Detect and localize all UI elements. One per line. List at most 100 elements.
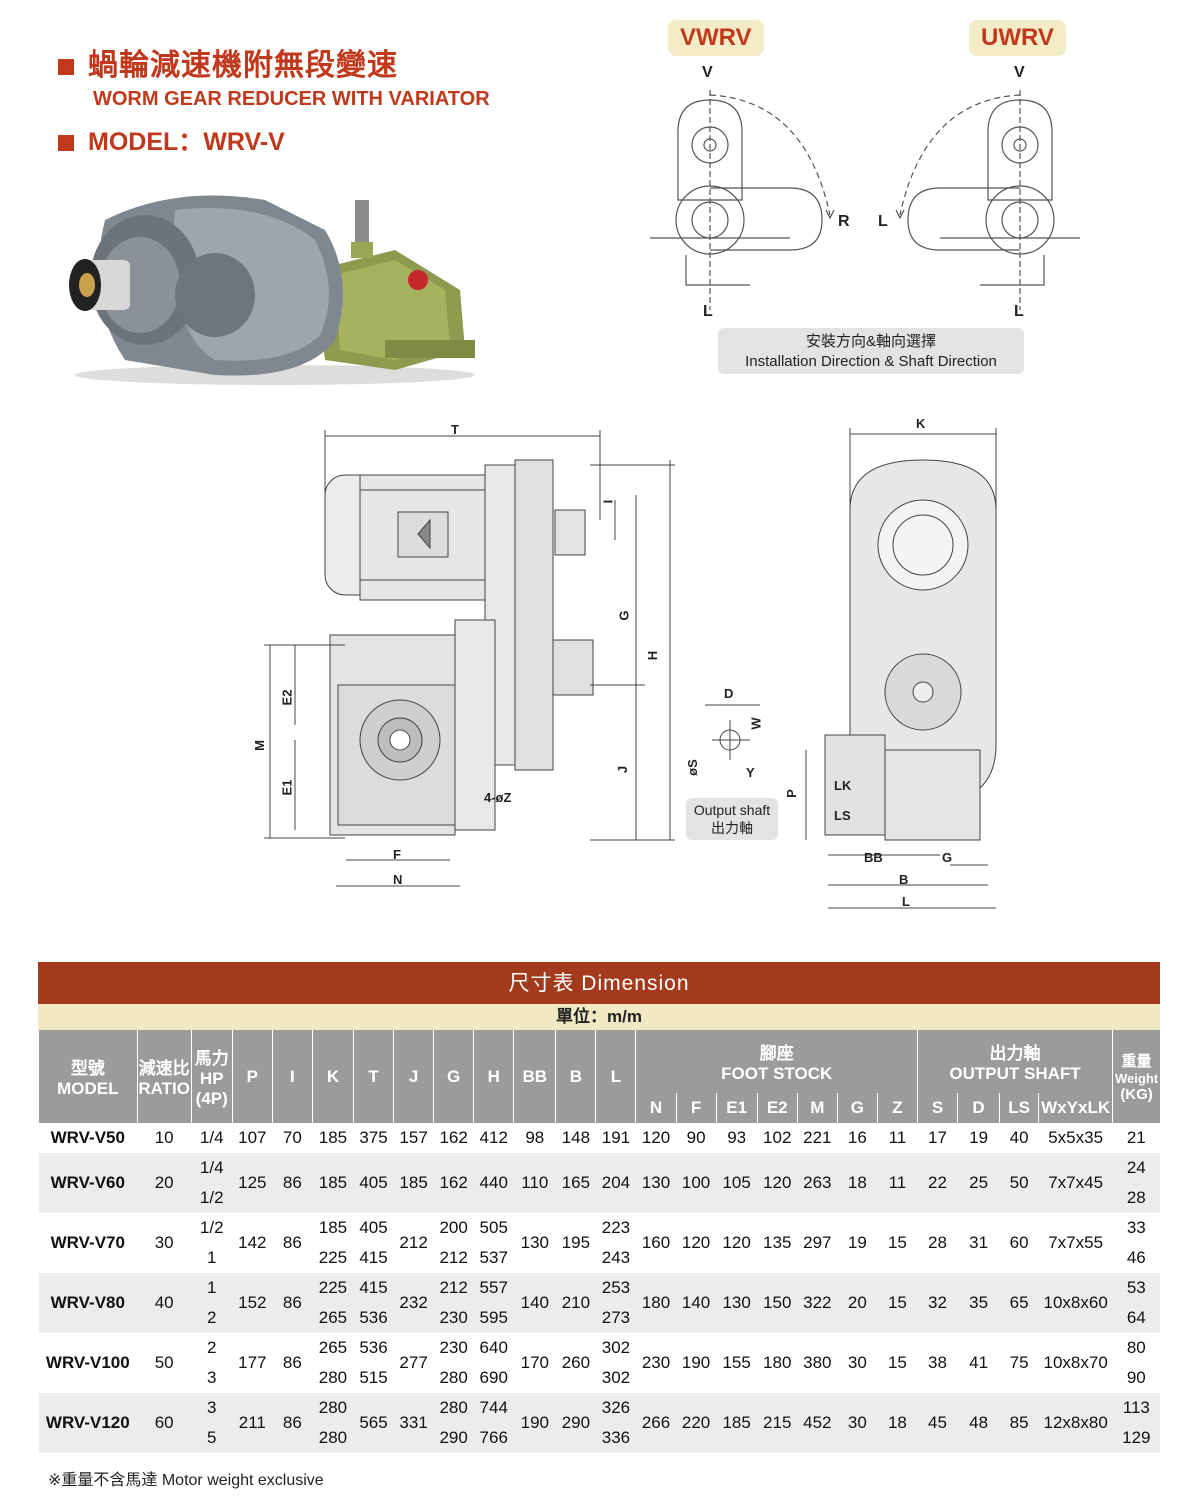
header-shaft-col: LS — [999, 1093, 1039, 1123]
dim-h: H — [645, 650, 661, 661]
f-cell: 220 — [676, 1393, 717, 1453]
g-cell: 200 — [439, 1218, 468, 1237]
header-col: L — [595, 1030, 636, 1123]
output-shaft-caption: Output shaft 出力軸 — [686, 798, 778, 840]
n-cell: 130 — [635, 1153, 677, 1213]
header-foot-zh: 腳座 — [759, 1044, 794, 1063]
header-shaft-col: S — [916, 1093, 958, 1123]
weight-cell: 113 — [1112, 1393, 1160, 1423]
wxyxlk-cell: 7x7x45 — [1038, 1153, 1113, 1213]
d-cell: 31 — [969, 1233, 989, 1252]
header-col: I — [271, 1030, 313, 1123]
caption-zh: 安裝方向&軸向選擇 — [805, 333, 936, 350]
weight-cell: 64 — [1112, 1303, 1160, 1333]
b-cell: 260 — [561, 1353, 591, 1372]
t-cell: 515 — [359, 1368, 388, 1387]
model-cell: WRV-V60 — [38, 1153, 138, 1213]
t-cell: 415 — [359, 1248, 388, 1267]
ls-cell: 75 — [1009, 1353, 1029, 1372]
foot-g-cell: 30 — [837, 1393, 878, 1453]
h-cell: 537 — [479, 1248, 508, 1267]
l-label-arrow: L — [878, 213, 888, 230]
output-shaft-en: Output shaft — [693, 802, 771, 818]
j-cell: 232 — [393, 1273, 434, 1333]
g-cell: 290 — [433, 1423, 474, 1453]
title-en: WORM GEAR REDUCER WITH VARIATOR — [93, 88, 490, 110]
l-cell: 223 — [601, 1218, 631, 1237]
title-zh-text: 蝸輪減速機附無段變速 — [88, 49, 398, 82]
header-shaft-en: OUTPUT SHAFT — [949, 1064, 1081, 1083]
f-cell: 120 — [681, 1233, 711, 1252]
header-col: K — [311, 1030, 354, 1123]
i-cell: 86 — [272, 1273, 313, 1333]
dim-s: øS — [684, 759, 700, 776]
l-cell: 243 — [601, 1248, 631, 1267]
l-cell: 191 — [601, 1128, 631, 1147]
title-zh: 蝸輪減速機附無段變速 — [58, 40, 398, 84]
k-cell: 265 — [312, 1303, 354, 1333]
b-cell: 210 — [555, 1273, 596, 1333]
t-cell: 565 — [353, 1393, 394, 1453]
k-cell: 265 — [318, 1338, 348, 1357]
h-cell: 412 — [479, 1128, 508, 1147]
l-cell: 273 — [595, 1303, 636, 1333]
header-col: T — [352, 1030, 394, 1123]
weight-cell: 129 — [1112, 1423, 1160, 1453]
ls-cell: 60 — [1009, 1233, 1029, 1252]
m-cell: 221 — [803, 1128, 832, 1147]
d-cell: 48 — [957, 1393, 1000, 1453]
p-cell: 125 — [232, 1153, 273, 1213]
s-cell: 22 — [917, 1153, 958, 1213]
e2-cell: 215 — [757, 1393, 798, 1453]
bb-cell: 130 — [520, 1233, 549, 1252]
z-cell: 18 — [877, 1393, 918, 1453]
b-cell: 148 — [561, 1128, 591, 1147]
header-foot-col: F — [675, 1093, 717, 1123]
header-col: BB — [513, 1030, 556, 1123]
header-foot-col: E1 — [715, 1093, 758, 1123]
hp-cell: 1/2 — [199, 1218, 224, 1237]
hp-cell: 1/4 — [191, 1153, 233, 1183]
dimension-title: 尺寸表 Dimension — [38, 962, 1160, 1004]
header-weight-zh: 重量 — [1121, 1053, 1152, 1070]
hp-cell: 2 — [207, 1338, 217, 1357]
t-cell: 415 — [353, 1273, 394, 1303]
z-cell: 15 — [887, 1353, 907, 1372]
footnote: ※重量不含馬達 Motor weight exclusive — [48, 1472, 324, 1489]
e2-cell: 120 — [757, 1153, 798, 1213]
weight-cell: 21 — [1126, 1128, 1146, 1147]
header-col: G — [433, 1030, 474, 1123]
dim-p: P — [783, 789, 799, 798]
l-label-left: L — [703, 303, 713, 320]
p-cell: 152 — [232, 1273, 273, 1333]
header-foot-col: E2 — [756, 1093, 798, 1123]
model-text: MODEL：WRV-V — [88, 128, 285, 156]
installation-caption: 安裝方向&軸向選擇 Installation Direction & Shaft… — [718, 328, 1024, 374]
z-cell: 11 — [877, 1153, 918, 1213]
header-ratio-zh: 減速比 — [138, 1059, 190, 1078]
hp-cell: 1 — [207, 1248, 217, 1267]
h-cell: 557 — [473, 1273, 514, 1303]
dim-j: J — [615, 765, 631, 774]
t-cell: 405 — [353, 1153, 394, 1213]
wxyxlk-cell: 10x8x70 — [1043, 1353, 1108, 1372]
l-cell: 302 — [601, 1368, 631, 1387]
header-ratio-en: RATIO — [138, 1079, 190, 1098]
z-cell: 15 — [887, 1233, 907, 1252]
i-cell: 86 — [272, 1393, 313, 1453]
e2-cell: 180 — [763, 1353, 792, 1372]
hp-cell: 1/4 — [199, 1128, 224, 1147]
f-cell: 140 — [676, 1273, 717, 1333]
wxyxlk-cell: 7x7x55 — [1048, 1233, 1104, 1252]
weight-cell: 80 — [1126, 1338, 1146, 1357]
weight-cell: 46 — [1126, 1248, 1146, 1267]
header-foot-col: N — [635, 1093, 677, 1123]
e1-cell: 93 — [727, 1128, 747, 1147]
e1-cell: 185 — [716, 1393, 758, 1453]
b-cell: 290 — [555, 1393, 596, 1453]
